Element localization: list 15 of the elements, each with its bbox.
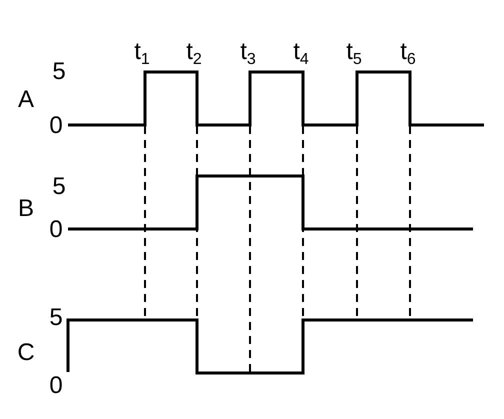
level-label: 5 bbox=[49, 306, 63, 330]
time-label: t$_{3}$ bbox=[240, 40, 256, 64]
time-label: t$_{5}$ bbox=[346, 40, 362, 64]
level-label: 0 bbox=[49, 374, 63, 398]
level-label: 5 bbox=[52, 60, 66, 84]
time-label: t$_{2}$ bbox=[186, 40, 202, 64]
time-label: t$_{6}$ bbox=[400, 40, 416, 64]
signal-name: A bbox=[18, 88, 34, 112]
level-label: 0 bbox=[49, 114, 63, 138]
level-label: 5 bbox=[52, 175, 66, 199]
signal-name: C bbox=[17, 341, 35, 365]
signal-name: B bbox=[18, 197, 34, 221]
time-label: t$_{4}$ bbox=[293, 40, 309, 64]
time-label: t$_{1}$ bbox=[134, 40, 150, 64]
level-label: 0 bbox=[49, 218, 63, 242]
